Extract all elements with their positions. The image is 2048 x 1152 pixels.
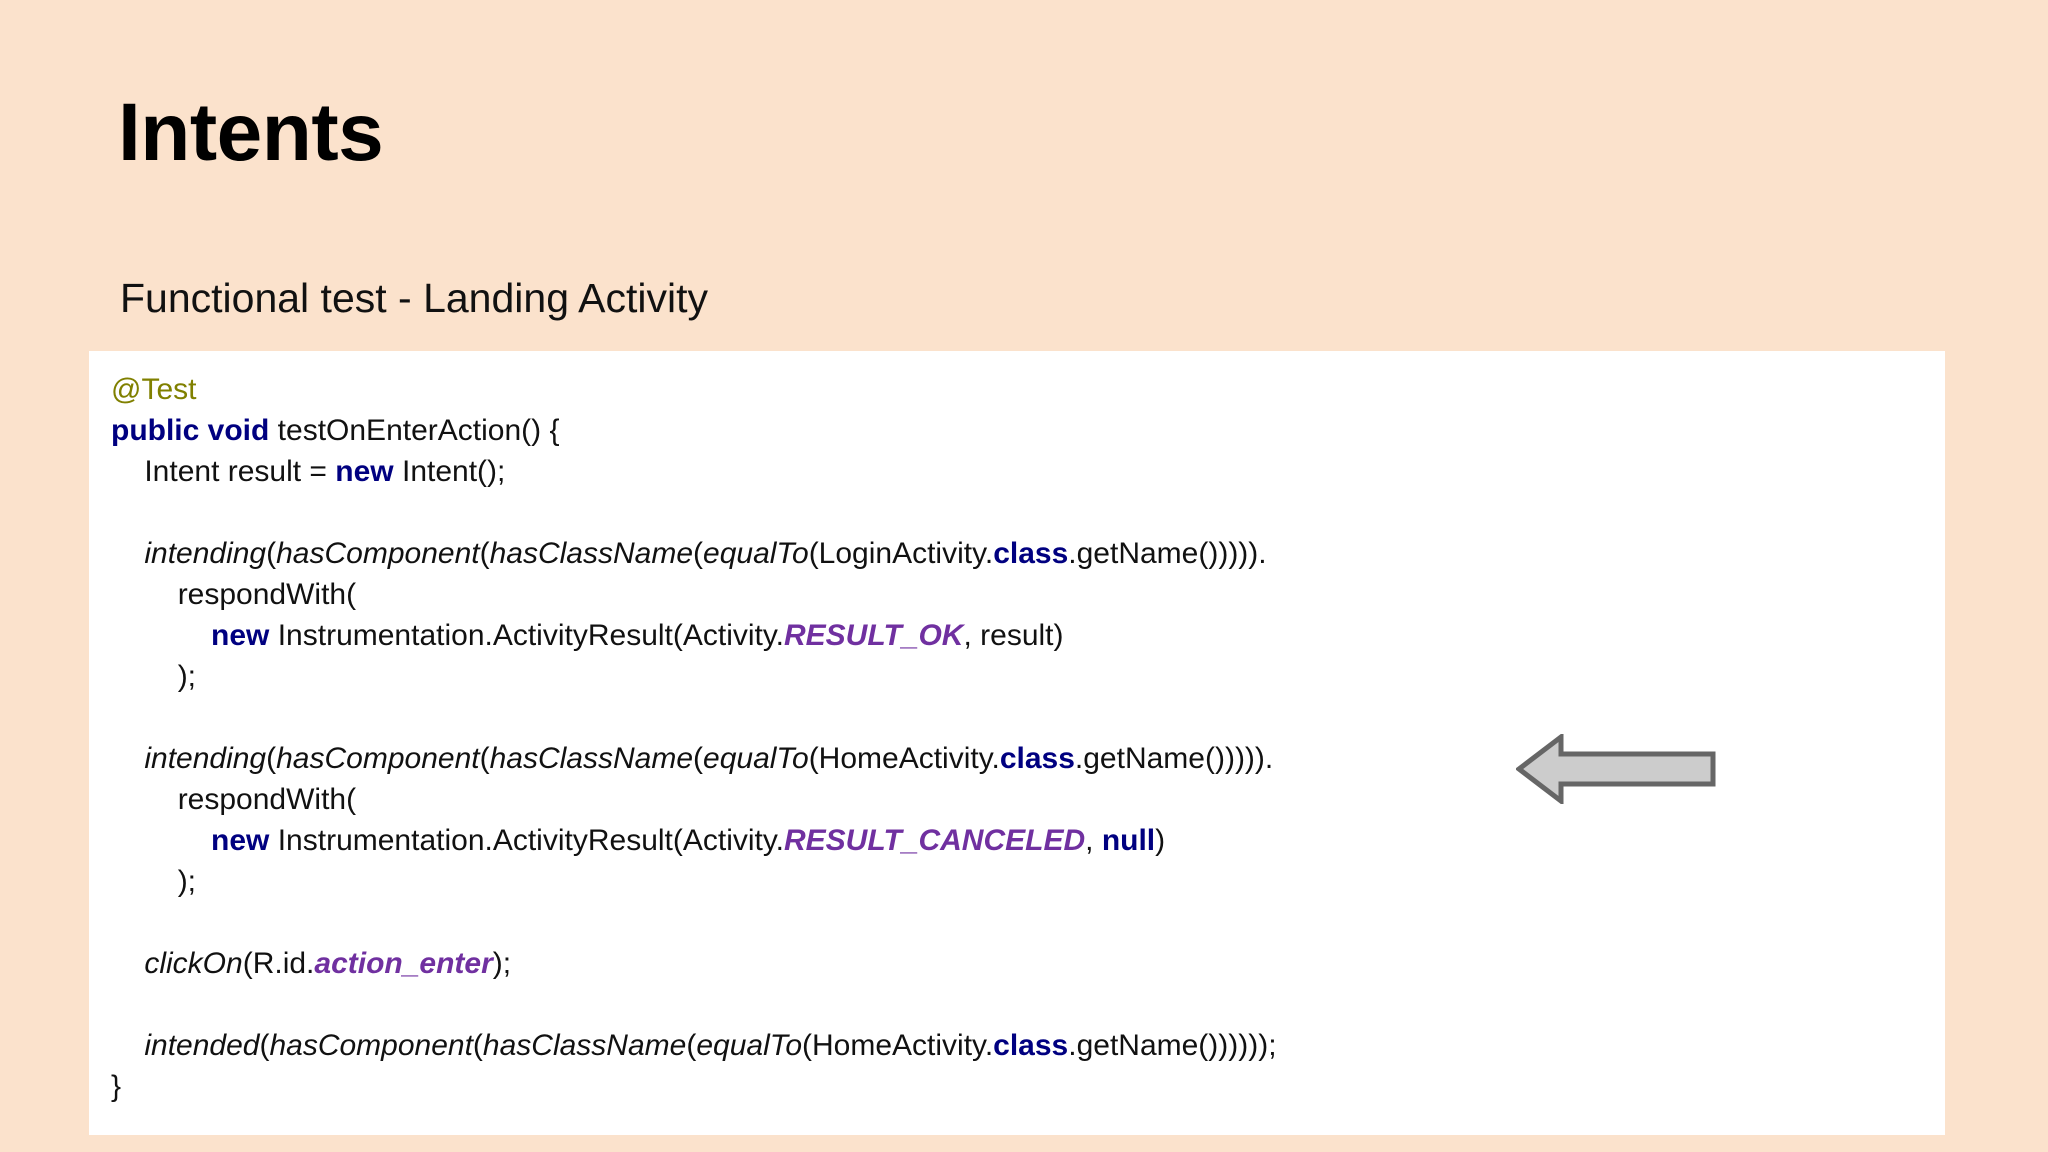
code-token-plain: (	[479, 537, 490, 570]
code-token-plain: (	[693, 742, 704, 775]
code-line	[111, 492, 1945, 533]
page-title: Intents	[118, 87, 384, 178]
code-token-plain: (	[479, 742, 490, 775]
code-token-method: equalTo	[696, 1029, 803, 1062]
code-token-plain: )	[1155, 824, 1166, 857]
code-token-plain: respondWith(	[177, 783, 357, 816]
code-token-plain: (LoginActivity.	[808, 537, 994, 570]
code-line: clickOn(R.id.action_enter);	[111, 943, 1945, 984]
code-token-plain: Instrumentation.ActivityResult(Activity.	[269, 824, 784, 857]
code-token-plain: .getName())))).	[1068, 537, 1267, 570]
code-token-plain: testOnEnterAction() {	[269, 414, 560, 447]
code-token-plain: Intent();	[393, 455, 506, 488]
code-token-constant: RESULT_OK	[784, 619, 964, 652]
code-token-plain: (HomeActivity.	[808, 742, 1000, 775]
code-token-method: intending	[144, 742, 267, 775]
code-token-plain: respondWith(	[177, 578, 357, 611]
code-token-plain: (	[686, 1029, 697, 1062]
code-token-keyword: new	[211, 619, 270, 652]
code-line: intending(hasComponent(hasClassName(equa…	[111, 533, 1945, 574]
code-token-plain: .getName())))).	[1074, 742, 1274, 775]
code-token-plain: (	[259, 1029, 270, 1062]
code-token-constant: action_enter	[314, 947, 493, 980]
code-listing: @Test public void testOnEnterAction() { I…	[111, 369, 1945, 1107]
slide-subtitle: Functional test - Landing Activity	[120, 275, 708, 321]
code-token-plain: (HomeActivity.	[802, 1029, 994, 1062]
code-token-method: hasComponent	[269, 1029, 473, 1062]
code-line: public void testOnEnterAction() {	[111, 410, 1945, 451]
code-line: respondWith(	[111, 779, 1945, 820]
code-line: }	[111, 1066, 1945, 1107]
code-token-method: hasClassName	[482, 1029, 687, 1062]
code-token-plain: .getName())))));	[1068, 1029, 1277, 1062]
code-line: new Instrumentation.ActivityResult(Activ…	[111, 615, 1945, 656]
code-token-plain: (	[266, 537, 277, 570]
code-token-keyword: null	[1101, 824, 1156, 857]
code-token-keyword: new	[335, 455, 394, 488]
code-token-plain: );	[177, 660, 197, 693]
code-line: intending(hasComponent(hasClassName(equa…	[111, 738, 1945, 779]
code-token-method: clickOn	[144, 947, 243, 980]
code-token-method: hasClassName	[489, 537, 694, 570]
code-line	[111, 984, 1945, 1025]
code-token-plain: Instrumentation.ActivityResult(Activity.	[269, 619, 784, 652]
code-token-keyword: public void	[111, 414, 270, 447]
code-line	[111, 697, 1945, 738]
code-panel: @Test public void testOnEnterAction() { I…	[89, 351, 1945, 1135]
code-token-method: intending	[144, 537, 267, 570]
code-token-plain: );	[492, 947, 512, 980]
code-token-annotation: @Test	[111, 373, 197, 406]
code-line: intended(hasComponent(hasClassName(equal…	[111, 1025, 1945, 1066]
code-token-constant: RESULT_CANCELED	[784, 824, 1086, 857]
code-token-method: hasClassName	[489, 742, 694, 775]
code-token-method: hasComponent	[276, 742, 480, 775]
code-token-keyword: class	[993, 537, 1069, 570]
code-line: );	[111, 656, 1945, 697]
code-token-plain: , result)	[963, 619, 1064, 652]
code-token-keyword: new	[211, 824, 270, 857]
code-line: respondWith(	[111, 574, 1945, 615]
code-token-plain: ,	[1085, 824, 1102, 857]
code-token-keyword: class	[999, 742, 1075, 775]
code-line: @Test	[111, 369, 1945, 410]
code-line: );	[111, 861, 1945, 902]
code-token-plain: (	[266, 742, 277, 775]
code-token-plain: (R.id.	[242, 947, 315, 980]
code-token-keyword: class	[993, 1029, 1069, 1062]
code-token-plain: );	[177, 865, 197, 898]
code-token-plain: Intent result =	[144, 455, 336, 488]
code-line: new Instrumentation.ActivityResult(Activ…	[111, 820, 1945, 861]
code-token-plain: (	[693, 537, 704, 570]
left-arrow-annotation-icon	[1516, 734, 1716, 804]
code-token-method: equalTo	[703, 537, 809, 570]
code-token-method: intended	[144, 1029, 260, 1062]
code-token-plain: }	[111, 1070, 122, 1103]
code-line	[111, 902, 1945, 943]
code-token-method: hasComponent	[276, 537, 480, 570]
code-line: Intent result = new Intent();	[111, 451, 1945, 492]
code-token-method: equalTo	[703, 742, 809, 775]
code-token-plain: (	[472, 1029, 483, 1062]
